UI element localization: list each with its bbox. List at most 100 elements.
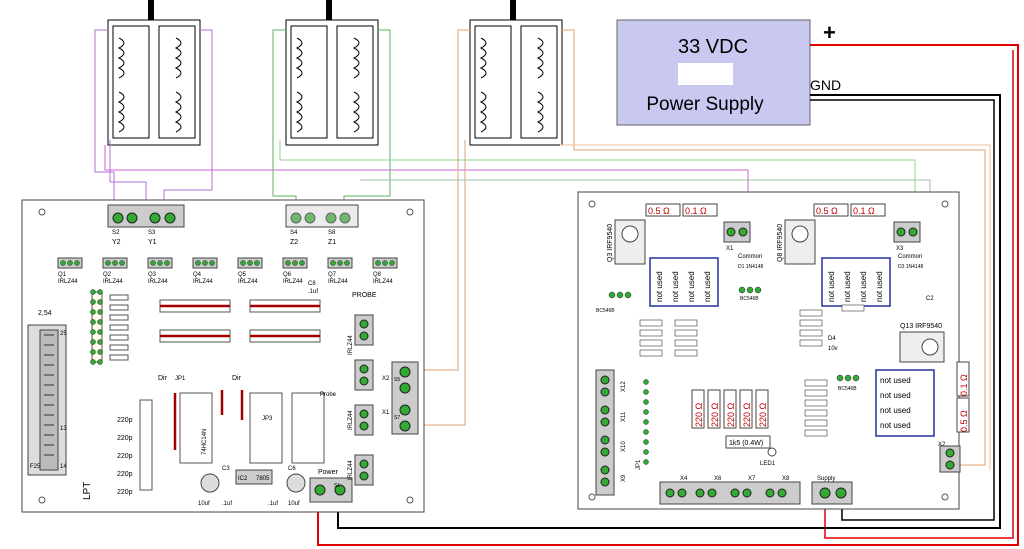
stepper-motor-x [469, 0, 563, 146]
mosfet-to220 [614, 219, 945, 363]
irlz-side-3: IRLZ44 [348, 460, 354, 480]
mosfet-pin [382, 260, 388, 266]
x-terminal: S5 S7 X2 X1 [382, 361, 419, 435]
lpt-pitch: 2,54 [38, 310, 52, 317]
power-resistors-top: 0.5 Ω 0.1 Ω 0.5 Ω 0.1 Ω [645, 203, 886, 217]
reg-label: 7805 [256, 476, 270, 482]
mosfet-type: IRLZ44 [148, 279, 168, 285]
lpt-pin-13: 13 [60, 426, 67, 432]
not-used-2b: not used [843, 271, 852, 302]
irlz-side-1: IRLZ44 [348, 335, 354, 355]
not-used-3a: not used [880, 376, 911, 385]
driver-board: 0.5 Ω 0.1 Ω 0.5 Ω 0.1 Ω Q3 IRF9540 Q8 IR… [577, 191, 970, 510]
d3-label: D3 1N4148 [898, 264, 924, 270]
header-s8: S8 [328, 230, 336, 236]
c3-label: C3 [222, 466, 230, 472]
mosfet-label: Q4 [193, 272, 202, 278]
common-2: Common [898, 254, 922, 260]
res-05-b: 0.5 Ω [816, 206, 838, 216]
bottom-terminals: X4 X6 X7 X8 Supply X2 [659, 442, 946, 505]
regulator-area: IC2 7805 C3 C6 10uf .1uf 10uf .1uf [198, 466, 306, 507]
d4-label: D4 [828, 336, 836, 342]
header-s7: S7 [394, 415, 400, 421]
supply-label: Supply [817, 476, 835, 482]
mosfet-label: Q1 [58, 272, 67, 278]
side-terminals: IRLZ44 IRLZ44 IRLZ44 [348, 314, 374, 486]
ic-74hc14: 74HC14N [202, 429, 208, 455]
c6-label: C6 [288, 466, 296, 472]
dir-label-2: Dir [232, 375, 242, 382]
x4-label: X4 [680, 476, 688, 482]
mosfet-pin [150, 260, 156, 266]
cap-220p-5: 220p [117, 489, 133, 496]
jp3-label: JP3 [262, 416, 273, 422]
not-used-bank-1: not used not used not used not used [649, 257, 719, 307]
jp1-driver: JP1 [636, 459, 642, 470]
res220-3: 220 Ω [726, 402, 736, 427]
common-1: Common [738, 254, 762, 260]
dir-label-1: Dir [158, 375, 168, 382]
motor-controller-board: S2 S3 S4 S8 Y2 Y1 Z2 Z1 Q1IRLZ44Q2IRLZ44… [21, 199, 425, 513]
left-terminals: X12 X11 X10 X9 JP1 [595, 369, 649, 496]
pin-rows [90, 289, 103, 365]
x8-label: X8 [782, 476, 790, 482]
led-label: LED1 [760, 461, 776, 467]
mosfet-type: IRLZ44 [283, 279, 303, 285]
gnd-label: GND [810, 77, 841, 93]
mosfet-pin [330, 260, 336, 266]
x3-label: X3 [896, 246, 904, 252]
not-used-3b: not used [880, 391, 911, 400]
irf-q13: Q13 IRF9540 [900, 323, 942, 330]
header-s4: S4 [290, 230, 298, 236]
jp1-label: JP1 [175, 376, 186, 382]
not-used-2c: not used [859, 271, 868, 302]
res-right-01: 0.1 Ω [959, 374, 969, 396]
lpt-f25: F25 [30, 464, 41, 470]
resistors-220: 220 Ω 220 Ω 220 Ω 220 Ω 220 Ω [691, 389, 769, 429]
x10-label: X10 [621, 441, 627, 452]
mosfet-type: IRLZ44 [373, 279, 393, 285]
cap-10uf-2: 10uf [288, 501, 300, 507]
x6-label: X6 [714, 476, 722, 482]
connector-x1: X1 [382, 410, 390, 416]
d1-label: D1 1N4148 [738, 264, 764, 270]
res-01-b: 0.1 Ω [853, 206, 875, 216]
header-s2: S2 [112, 230, 120, 236]
psu-voltage: 33 VDC [678, 36, 748, 58]
x1-label: X1 [726, 246, 734, 252]
cap-10uf-1: 10uf [198, 501, 210, 507]
cap-220p-3: 220p [117, 453, 133, 460]
mosfet-pin [292, 260, 298, 266]
mosfet-pin [164, 260, 170, 266]
mosfet-type: IRLZ44 [238, 279, 258, 285]
lpt-label: LPT [82, 482, 93, 500]
mosfet-pin [299, 260, 305, 266]
x12-label: X12 [621, 381, 627, 392]
cap-1uf-1: .1uf [222, 501, 232, 507]
irf-q8: Q8 IRF9540 [777, 224, 784, 262]
x7-label: X7 [748, 476, 756, 482]
mosfet-type: IRLZ44 [58, 279, 78, 285]
mosfet-pin [285, 260, 291, 266]
res-1k5: 1k5 (0.4W) [729, 440, 763, 447]
mosfet-pin [74, 260, 80, 266]
mosfet-label: Q5 [238, 272, 247, 278]
cap-220p-4: 220p [117, 471, 133, 478]
probe-label: PROBE [352, 292, 377, 299]
mosfet-pin [337, 260, 343, 266]
lpt-pin-14: 14 [60, 464, 67, 470]
mosfet-label: Q2 [103, 272, 112, 278]
mosfet-label: Q6 [283, 272, 292, 278]
mosfet-type: IRLZ44 [328, 279, 348, 285]
mosfet-pin [202, 260, 208, 266]
stepper-motor-z [285, 0, 379, 146]
not-used-3d: not used [880, 421, 911, 430]
mosfet-pin [67, 260, 73, 266]
mosfet-pin [344, 260, 350, 266]
res-05-a: 0.5 Ω [648, 206, 670, 216]
bc546b-2: BC546B [740, 296, 759, 302]
res220-5: 220 Ω [758, 402, 768, 427]
not-used-3c: not used [880, 406, 911, 415]
mosfet-type: IRLZ44 [193, 279, 213, 285]
bc546b-3: BC546B [838, 386, 857, 392]
